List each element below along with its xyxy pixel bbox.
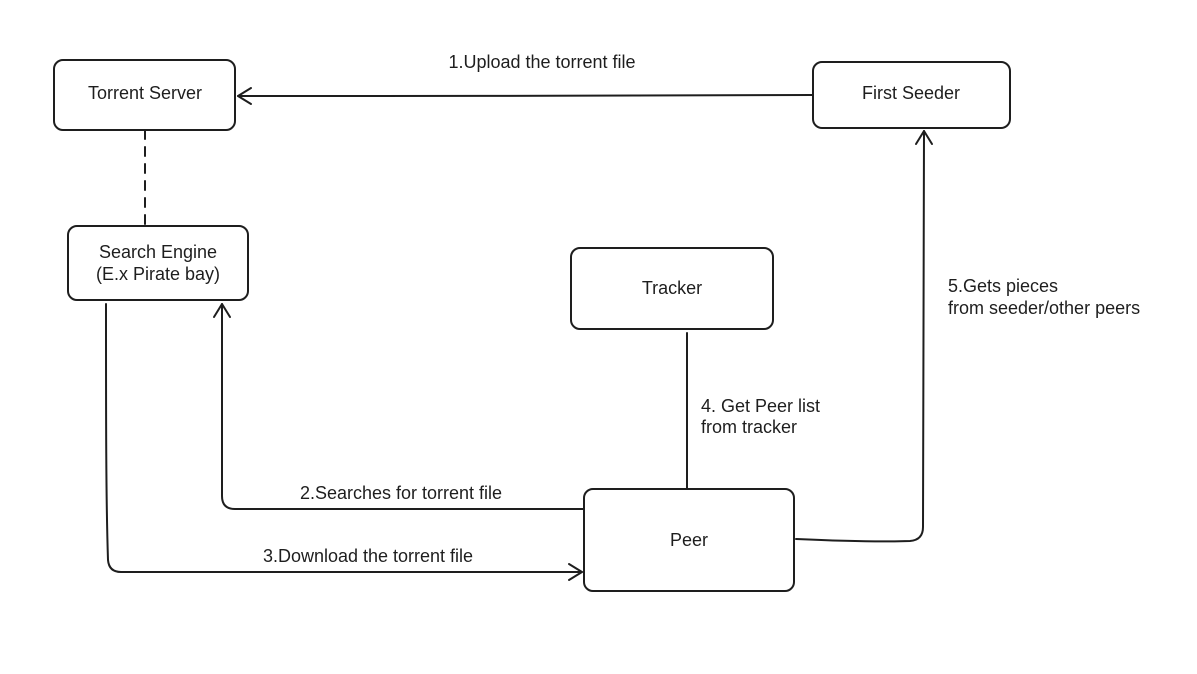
edge-search-arrowhead bbox=[213, 303, 231, 318]
edge-upload-label: 1.Upload the torrent file bbox=[448, 52, 635, 72]
edge-search-label: 2.Searches for torrent file bbox=[300, 483, 502, 503]
edge-upload-line bbox=[237, 94, 813, 97]
edge-pieces-line bbox=[795, 130, 925, 543]
node-torrent-server-label: Torrent Server bbox=[88, 83, 202, 103]
node-search-engine-label-line2: (E.x Pirate bay) bbox=[96, 264, 220, 284]
edge-pieces-label-line2: from seeder/other peers bbox=[948, 298, 1140, 318]
node-search-engine-label-line1: Search Engine bbox=[99, 242, 217, 262]
edge-pieces-arrowhead bbox=[915, 130, 933, 145]
edge-download-label: 3.Download the torrent file bbox=[263, 546, 473, 566]
edge-upload-arrowhead bbox=[237, 87, 252, 105]
edge-peer-list-label-line1: 4. Get Peer list bbox=[701, 396, 820, 416]
node-first-seeder-label: First Seeder bbox=[862, 83, 960, 103]
node-search-engine: Search Engine (E.x Pirate bay) bbox=[67, 225, 249, 301]
node-tracker-label: Tracker bbox=[642, 278, 702, 298]
node-first-seeder: First Seeder bbox=[812, 61, 1011, 129]
edge-pieces-label-line1: 5.Gets pieces bbox=[948, 276, 1058, 296]
node-peer-box bbox=[583, 488, 795, 592]
node-peer: Peer bbox=[583, 488, 795, 592]
node-torrent-server: Torrent Server bbox=[53, 59, 236, 131]
edge-peer-list-label-line2: from tracker bbox=[701, 417, 797, 437]
node-peer-label: Peer bbox=[670, 530, 708, 550]
edge-download-arrowhead bbox=[568, 563, 583, 581]
node-search-engine-box bbox=[67, 225, 249, 301]
node-torrent-server-box bbox=[53, 59, 236, 131]
node-tracker-box bbox=[570, 247, 774, 330]
node-tracker: Tracker bbox=[570, 247, 774, 330]
edge-download-line bbox=[105, 303, 583, 573]
edge-search-line bbox=[221, 303, 585, 510]
node-first-seeder-box bbox=[812, 61, 1011, 129]
